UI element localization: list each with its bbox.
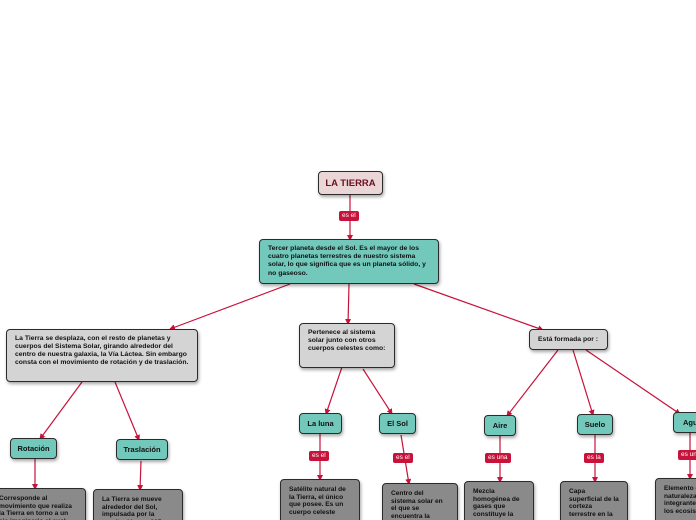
rotation-description-text: Corresponde al movimiento que realiza la… [0,495,72,520]
root-topic[interactable]: LA TIERRA [318,171,383,195]
rotation-description[interactable]: Corresponde al movimiento que realiza la… [0,488,86,520]
translation-topic[interactable]: Traslación [116,439,168,460]
air-description[interactable]: Mezcla homogénea de gases que constituye… [464,481,534,520]
connector-definition-movement [169,283,291,331]
link-label-es-el-sun[interactable]: es el [393,453,413,463]
link-label-es-una[interactable]: es una [485,453,511,463]
moon-topic[interactable]: La luna [299,413,342,434]
sun-description-text: Centro del sistema solar en el que se en… [391,490,443,520]
moon-description[interactable]: Satélite natural de la Tierra, el único … [280,479,360,520]
air-topic[interactable]: Aire [484,415,516,436]
link-label-es-el-moon[interactable]: es el [309,451,329,461]
connector-definition-composed [413,283,544,332]
moon-description-text: Satélite natural de la Tierra, el único … [289,486,346,516]
water-label: Agua [683,418,696,427]
soil-topic[interactable]: Suelo [577,414,613,435]
movement-text: La Tierra se desplaza, con el resto de p… [15,335,189,366]
definition-topic[interactable]: Tercer planeta desde el Sol. Es el mayor… [259,239,439,284]
connector-translation-desc [137,460,144,491]
connector-movement-translation [114,381,140,441]
belongs-topic[interactable]: Pertenece al sistema solar junto con otr… [299,323,395,368]
water-topic[interactable]: Agua [673,412,696,433]
composed-topic[interactable]: Está formada por : [529,329,608,350]
soil-description-text: Capa superficial de la corteza terrestre… [569,488,619,518]
connector-belongs-sun [362,368,393,415]
water-description[interactable]: Elemento de la naturaleza, integrante de… [655,478,696,520]
connector-composed-soil [572,349,595,416]
sun-topic[interactable]: El Sol [379,413,416,434]
belongs-text: Pertenece al sistema solar junto con otr… [308,329,386,352]
connector-belongs-moon [324,366,343,415]
sun-description[interactable]: Centro del sistema solar en el que se en… [382,483,458,520]
movement-topic[interactable]: La Tierra se desplaza, con el resto de p… [6,329,198,382]
connector-composed-air [506,349,559,417]
connector-composed-water [585,349,681,415]
translation-description-text: La Tierra se mueve alrededor del Sol, im… [102,496,162,520]
water-description-text: Elemento de la naturaleza, integrante de… [664,485,696,515]
definition-text: Tercer planeta desde el Sol. Es el mayor… [268,245,426,277]
link-label-es-el[interactable]: es el [339,211,359,221]
air-description-text: Mezcla homogénea de gases que constituye… [473,488,520,518]
connector-definition-belongs [345,283,352,325]
soil-description[interactable]: Capa superficial de la corteza terrestre… [560,481,628,520]
link-label-es-un[interactable]: es un [678,450,696,460]
composed-text: Está formada por : [538,335,599,343]
rotation-topic[interactable]: Rotación [10,438,57,459]
connector-movement-rotation [39,381,83,440]
translation-description[interactable]: La Tierra se mueve alrededor del Sol, im… [93,489,183,520]
link-label-es-la[interactable]: es la [584,453,604,463]
